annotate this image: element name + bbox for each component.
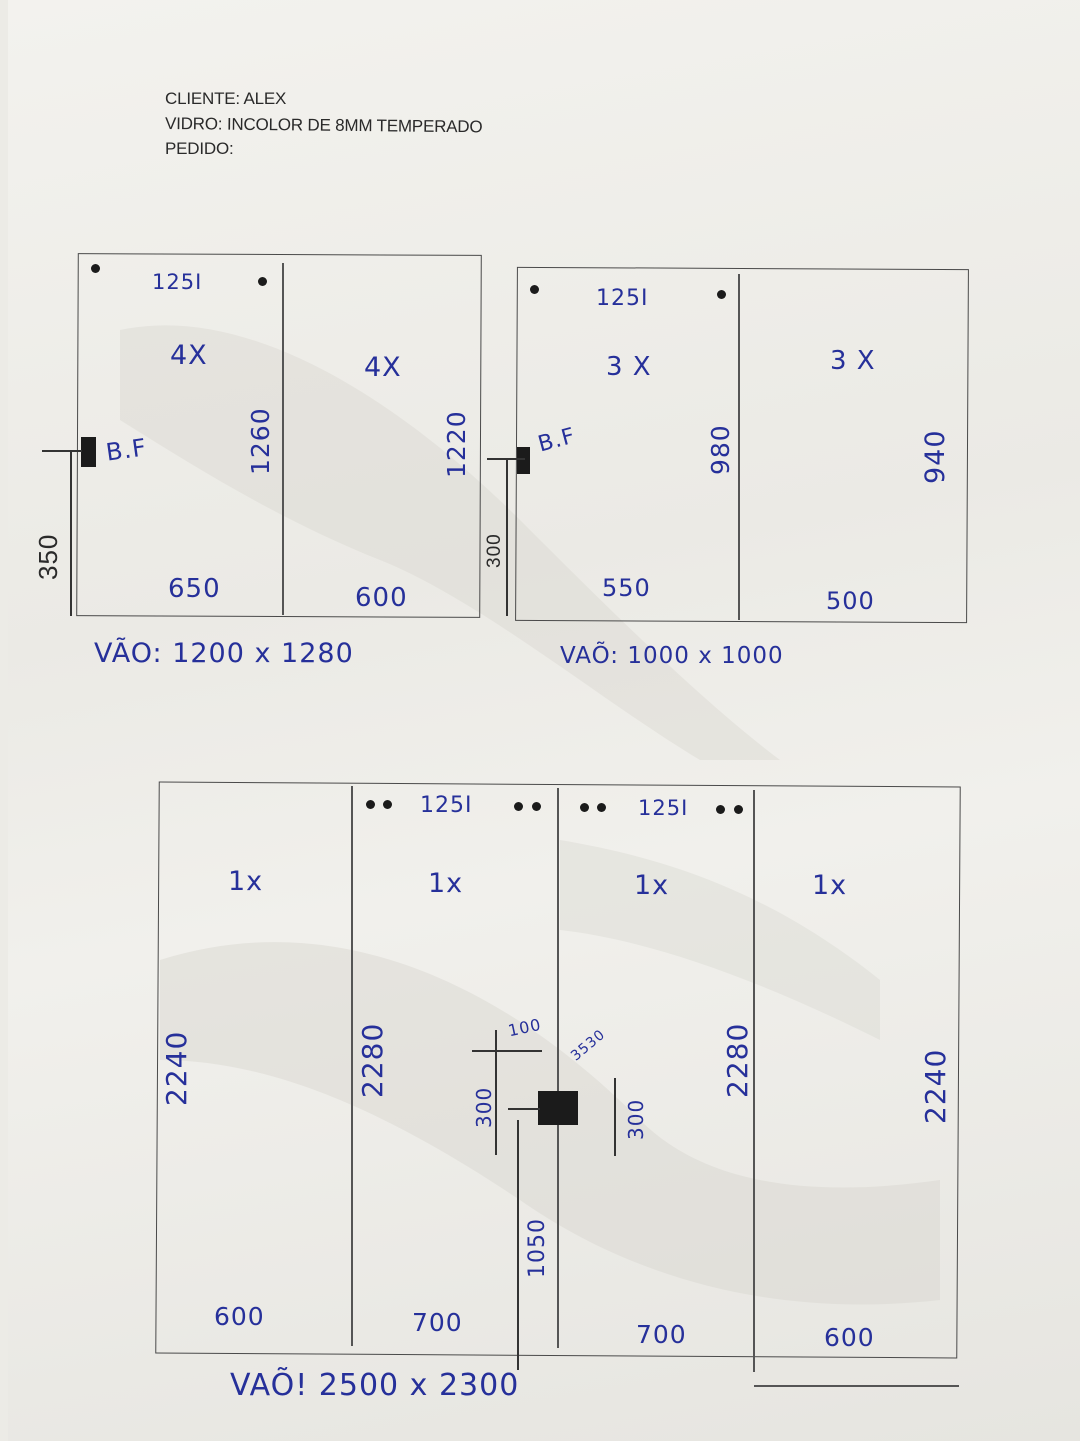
lock-dim-tick-mid (508, 1108, 540, 1110)
lock-dim-line-right (614, 1078, 616, 1156)
quantity-left: 3 X (606, 352, 652, 382)
fixing-point (383, 800, 392, 809)
height-panel-4: 2240 (919, 1048, 952, 1124)
lock-dim-left: 300 (472, 1086, 496, 1128)
height-right: 940 (920, 429, 951, 484)
height-panel-3: 2280 (721, 1022, 754, 1098)
height-left: 1260 (246, 407, 275, 475)
paper-sheet (8, 0, 1080, 1441)
bf-label: B.F (104, 433, 149, 467)
drawing-2-frame (515, 266, 969, 624)
fixing-point (530, 285, 539, 294)
side-dimension-tick (42, 450, 82, 452)
fixing-point (91, 264, 100, 273)
fixing-point (717, 290, 726, 299)
height-left: 980 (706, 424, 735, 475)
quantity-right: 3 X (830, 346, 876, 376)
side-dimension-line (506, 458, 508, 616)
opening-size: VAÕ: 1000 x 1000 (560, 643, 784, 669)
drawing-3-divider-3 (753, 790, 755, 1372)
quantity-panel-1: 1x (228, 866, 264, 897)
fixing-point (532, 802, 541, 811)
lock-dim-right: 300 (624, 1098, 648, 1140)
width-left: 650 (168, 574, 221, 604)
lock-dim-bottom: 1050 (525, 1218, 550, 1278)
quantity-right: 4X (364, 352, 402, 383)
lock-dim-line-left (495, 1030, 497, 1155)
lock-dim-line-bottom (517, 1120, 519, 1370)
drawing-1-divider (282, 263, 284, 615)
fixing-point (514, 802, 523, 811)
lock-block (517, 447, 530, 474)
side-dimension-line (70, 450, 72, 616)
order-line: PEDIDO: (165, 139, 234, 158)
quantity-panel-4: 1x (812, 870, 848, 901)
width-panel-1: 600 (214, 1302, 265, 1331)
quantity-left: 4X (170, 340, 208, 371)
order-header: CLIENTE: ALEX VIDRO: INCOLOR DE 8MM TEMP… (164, 86, 483, 161)
drawing-2-divider (738, 274, 740, 620)
quantity-panel-3: 1x (634, 870, 670, 901)
lock-block (81, 437, 96, 467)
fixing-point (366, 800, 375, 809)
fixing-point (597, 803, 606, 812)
drawing-3-bottom-rail (754, 1385, 959, 1387)
fixing-point (258, 277, 267, 286)
quantity-panel-2: 1x (428, 868, 464, 899)
width-right: 600 (355, 583, 408, 613)
fitting-label-b: 125I (638, 796, 689, 820)
drawing-3-divider-1 (351, 786, 353, 1346)
width-left: 550 (602, 574, 651, 602)
client-line: CLIENTE: ALEX (165, 89, 287, 108)
width-panel-2: 700 (412, 1308, 463, 1337)
height-panel-1: 2240 (160, 1030, 193, 1106)
side-dimension-tick (487, 458, 525, 460)
width-panel-3: 700 (636, 1320, 687, 1349)
fixing-point (716, 805, 725, 814)
height-right: 1220 (442, 410, 471, 478)
fixing-point (734, 805, 743, 814)
side-dimension: 300 (484, 533, 505, 568)
fitting-label-a: 125I (420, 793, 473, 818)
drawing-3-divider-2 (557, 788, 559, 1348)
fitting-label: 125I (596, 286, 649, 311)
opening-size: VAÕ! 2500 x 2300 (230, 1368, 520, 1403)
lock-block (538, 1091, 578, 1125)
width-right: 500 (826, 587, 875, 615)
side-dimension: 350 (33, 533, 63, 580)
glass-line: VIDRO: INCOLOR DE 8MM TEMPERADO (164, 114, 483, 137)
width-panel-4: 600 (824, 1323, 875, 1352)
fixing-point (580, 803, 589, 812)
fitting-label: 125I (152, 270, 203, 294)
opening-size: VÃO: 1200 x 1280 (94, 638, 354, 669)
lock-dim-tick-top (472, 1050, 542, 1052)
height-panel-2: 2280 (356, 1022, 389, 1098)
